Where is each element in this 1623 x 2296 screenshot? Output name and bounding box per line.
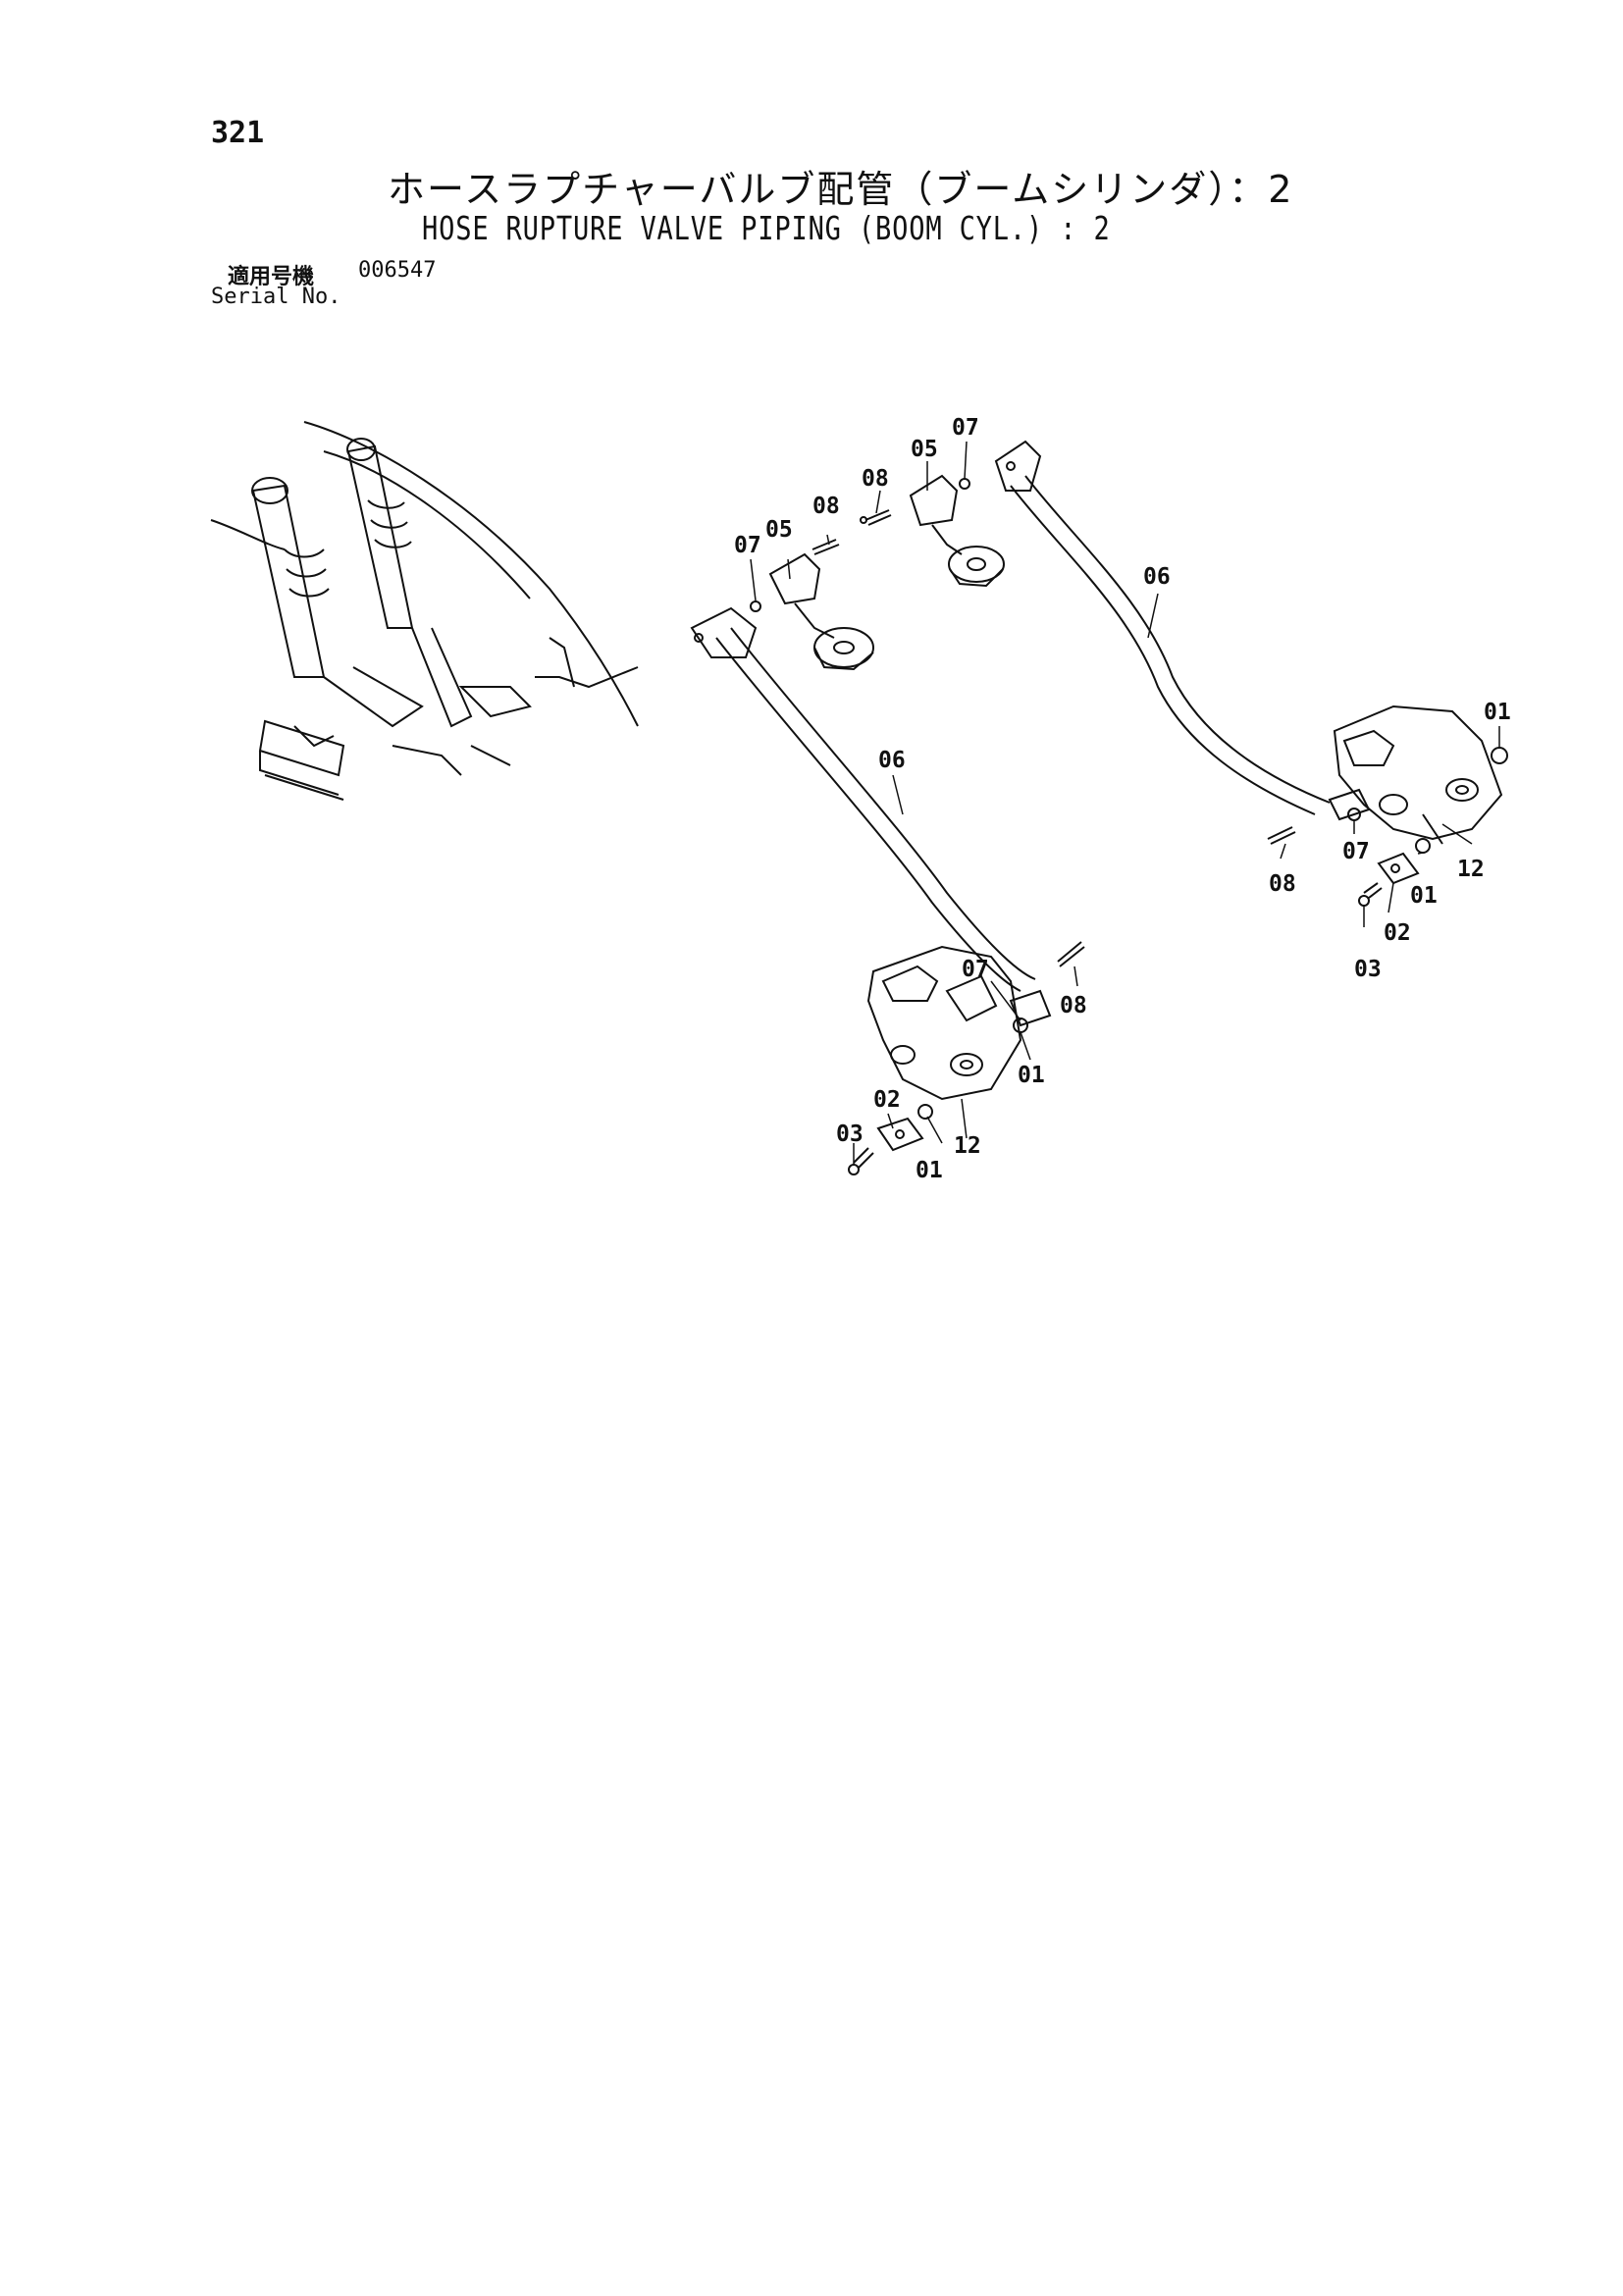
screw-03-left <box>848 1147 874 1175</box>
callout-05: 05 <box>911 437 938 462</box>
callout-07: 07 <box>1342 839 1370 864</box>
page-title-japanese: ホースラプチャーバルブ配管（ブームシリンダ）：2 <box>388 168 1294 211</box>
callout-08: 08 <box>1060 993 1087 1018</box>
serial-label-english: Serial No. <box>211 285 341 309</box>
pipe-06-right <box>994 440 1331 815</box>
rupture-valve-left <box>866 945 1052 1101</box>
callout-08: 08 <box>1269 871 1296 897</box>
callout-01: 01 <box>916 1158 943 1183</box>
screw-03-right <box>1358 882 1383 907</box>
cover-plate-02-left <box>876 1117 924 1152</box>
callout-08: 08 <box>812 494 840 519</box>
callout-01: 01 <box>1484 700 1511 725</box>
callout-03: 03 <box>1354 957 1382 982</box>
callout-03: 03 <box>836 1122 864 1147</box>
callout-12: 12 <box>954 1133 981 1159</box>
flange-05-left <box>768 552 874 671</box>
callout-06: 06 <box>878 748 906 773</box>
callout-01: 01 <box>1018 1063 1045 1088</box>
pipe-06-left <box>690 606 1036 992</box>
callout-06: 06 <box>1143 564 1171 590</box>
callout-07: 07 <box>952 415 979 441</box>
callout-02: 02 <box>873 1087 901 1113</box>
callout-05: 05 <box>765 517 793 543</box>
o-ring-set <box>750 478 1508 1120</box>
callout-12: 12 <box>1457 857 1485 882</box>
serial-number: 006547 <box>358 258 437 283</box>
callout-02: 02 <box>1384 920 1411 946</box>
callout-01: 01 <box>1410 883 1438 909</box>
callout-07: 07 <box>962 957 989 982</box>
page-number: 321 <box>211 116 265 150</box>
callout-08: 08 <box>862 466 889 492</box>
callout-leaders <box>750 441 1500 1165</box>
boom-overview-illustration <box>210 421 639 801</box>
cover-plate-02-right <box>1377 852 1420 885</box>
bolt-08-set <box>812 509 1296 967</box>
page-title-english: HOSE RUPTURE VALVE PIPING (BOOM CYL.) : … <box>422 209 1111 247</box>
flange-05-right <box>909 474 1005 588</box>
serial-label-japanese: 適用号機 <box>228 265 315 289</box>
callout-labels: 07 05 08 08 05 07 06 06 01 07 08 12 01 0… <box>734 415 1511 1183</box>
rupture-valve-right <box>1328 704 1503 845</box>
callout-07: 07 <box>734 533 761 558</box>
